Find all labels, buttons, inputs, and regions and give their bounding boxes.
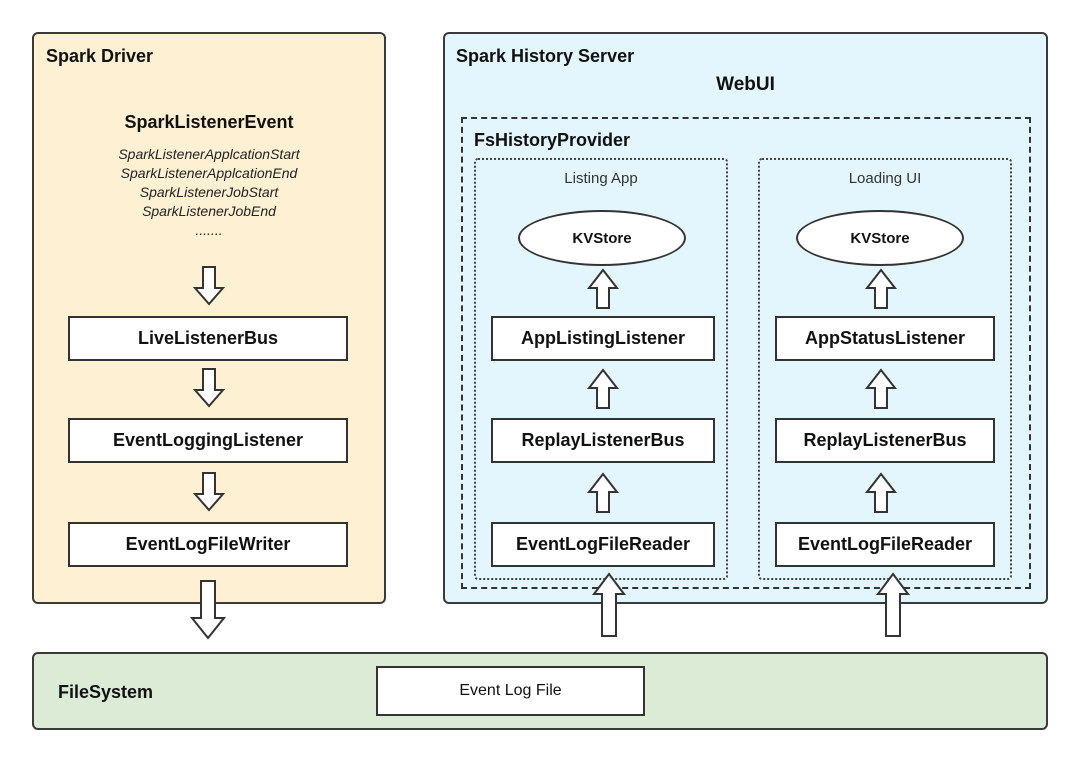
spark-history-server-title: Spark History Server xyxy=(456,46,635,66)
fs-history-provider-box xyxy=(461,117,1031,589)
event-item: SparkListenerJobStart xyxy=(139,184,279,200)
up-arrow-icon xyxy=(864,268,898,309)
down-arrow-icon xyxy=(192,472,226,512)
filesystem-title: FileSystem xyxy=(58,682,154,702)
up-arrow-icon xyxy=(864,368,898,409)
event-item: ....... xyxy=(195,222,223,238)
listing-app-title: Listing App xyxy=(564,170,638,187)
up-arrow-icon xyxy=(586,268,620,309)
event-log-file-writer-box: EventLogFileWriter xyxy=(68,522,348,567)
spark-driver-title: Spark Driver xyxy=(46,46,154,66)
webui-title: WebUI xyxy=(716,74,775,95)
event-item: SparkListenerApplcationStart xyxy=(118,146,300,162)
event-item: SparkListenerJobEnd xyxy=(142,203,276,219)
app-status-listener-box: AppStatusListener xyxy=(775,316,995,361)
event-list: SparkListenerApplcationStart SparkListen… xyxy=(32,145,386,240)
down-arrow-icon xyxy=(192,266,226,306)
live-listener-bus-box: LiveListenerBus xyxy=(68,316,348,361)
loading-ui-title: Loading UI xyxy=(848,170,922,187)
event-log-file-reader-box: EventLogFileReader xyxy=(775,522,995,567)
up-arrow-icon xyxy=(864,472,898,513)
event-log-file-reader-box: EventLogFileReader xyxy=(491,522,715,567)
down-arrow-icon xyxy=(189,580,227,640)
spark-listener-event-title: SparkListenerEvent xyxy=(124,112,294,132)
event-log-file-box: Event Log File xyxy=(376,666,645,716)
event-logging-listener-box: EventLoggingListener xyxy=(68,418,348,463)
app-listing-listener-box: AppListingListener xyxy=(491,316,715,361)
event-item: SparkListenerApplcationEnd xyxy=(120,165,298,181)
loading-ui-box xyxy=(758,158,1012,580)
down-arrow-icon xyxy=(192,368,226,408)
kvstore-ellipse: KVStore xyxy=(796,210,964,266)
up-arrow-icon xyxy=(586,472,620,513)
up-arrow-icon xyxy=(876,572,910,637)
replay-listener-bus-box: ReplayListenerBus xyxy=(775,418,995,463)
kvstore-ellipse: KVStore xyxy=(518,210,686,266)
listing-app-box xyxy=(474,158,728,580)
replay-listener-bus-box: ReplayListenerBus xyxy=(491,418,715,463)
filesystem-panel xyxy=(32,652,1048,730)
up-arrow-icon xyxy=(586,368,620,409)
up-arrow-icon xyxy=(592,572,626,637)
fs-history-provider-title: FsHistoryProvider xyxy=(474,130,631,150)
